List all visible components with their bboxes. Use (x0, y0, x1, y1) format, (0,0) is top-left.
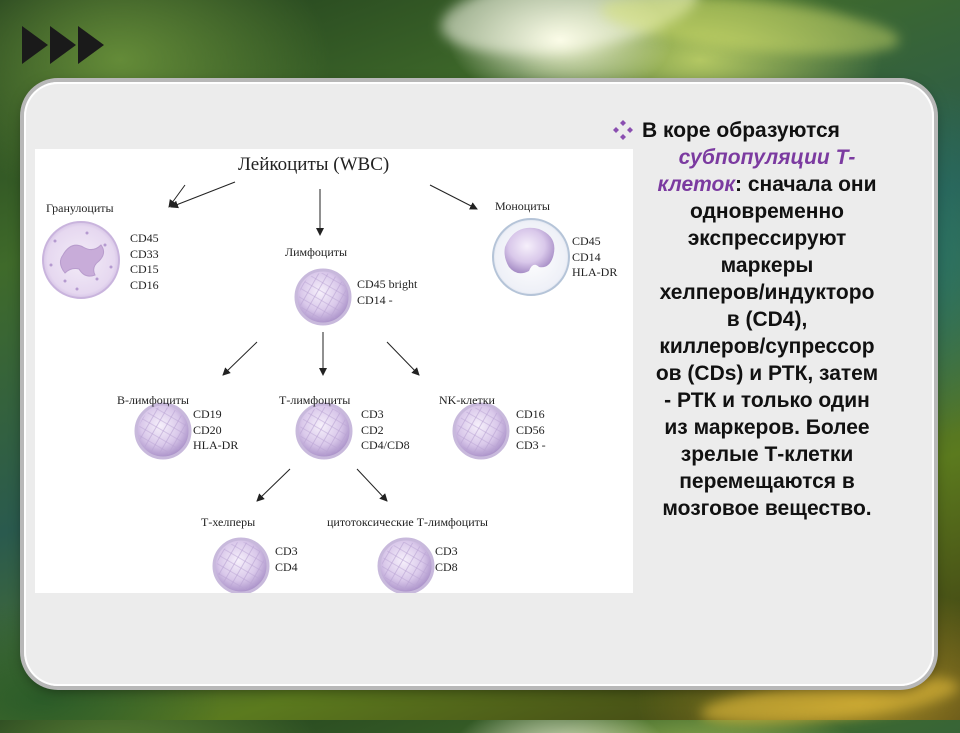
arrow-right-icon (78, 26, 104, 64)
arrow-cytotoxic (356, 468, 388, 502)
marker: CD3 (361, 407, 384, 421)
b-lymphocytes-label: B-лимфоциты (117, 393, 189, 407)
marker: CD33 (130, 246, 159, 261)
bullet-line: маркеры (612, 252, 922, 279)
granulocytes-markers: CD45 CD33 CD15 CD16 (130, 231, 159, 293)
bullet-line: хелперов/индукторо (612, 279, 922, 306)
marker: HLA-DR (193, 438, 239, 452)
b-lymphocytes-markers: CD19 CD20 HLA-DR (193, 407, 238, 454)
text-run: киллеров/супрессор (659, 335, 875, 358)
monocytes-label: Моноциты (495, 199, 550, 213)
text-run: экспрессируют (687, 227, 847, 250)
nav-arrows-icon (22, 26, 104, 66)
nk-cells-label: NK-клетки (439, 393, 495, 407)
bullet-line: клеток: сначала они (612, 171, 922, 198)
marker: CD4/CD8 (361, 438, 410, 452)
bullet-line: киллеров/супрессор (612, 333, 922, 360)
marker: CD3 (435, 544, 458, 558)
marker: CD3 - (516, 438, 546, 452)
marker: CD8 (435, 559, 458, 574)
text-run: В коре образуются (642, 119, 840, 142)
bullet-line: экспрессируют (612, 225, 922, 252)
arrow-t-helpers (256, 468, 291, 502)
monocyte-cell (492, 218, 570, 296)
diagram-graphics (42, 181, 570, 593)
marker: CD20 (193, 422, 222, 437)
diagram-title: Лейкоциты (WBC) (238, 154, 390, 175)
bullet-lines: В коре образуются субпопуляции Т-клеток: … (612, 117, 922, 522)
text-run: из маркеров. Более (664, 416, 870, 439)
t-lymphocytes-markers: CD3 CD2 CD4/CD8 (361, 407, 410, 454)
arrow-granulocytes (170, 181, 236, 209)
marker: CD45 bright (357, 277, 418, 291)
nk-cell (452, 402, 510, 460)
marker: CD14 (572, 249, 601, 264)
lymphocyte-cell (294, 268, 352, 326)
bullet-line: ов (CDs) и РТК, затем (612, 360, 922, 387)
bullet-line: в (CD4), (612, 306, 922, 333)
text-run: перемещаются в (679, 470, 855, 493)
bullet-line: - РТК и только один (612, 387, 922, 414)
marker: CD56 (516, 422, 545, 437)
t-lymphocyte-cell (295, 402, 353, 460)
emphasis-text: клеток (657, 173, 736, 196)
arrow-right-icon (50, 26, 76, 64)
cytotoxic-t-markers: CD3 CD8 (435, 544, 458, 575)
bullet-line: В коре образуются (612, 117, 922, 144)
bullet-line: зрелые Т-клетки (612, 441, 922, 468)
text-run: маркеры (720, 254, 814, 277)
text-run: мозговое вещество. (662, 497, 872, 520)
cytotoxic-t-label: цитотоксические Т-лимфоциты (327, 515, 488, 529)
text-run: - РТК и только один (664, 389, 870, 412)
text-run: одновременно (690, 200, 844, 223)
b-lymphocyte-cell (134, 402, 192, 460)
bullet-line: субпопуляции Т- (612, 144, 922, 171)
emphasis-text: субпопуляции Т- (678, 146, 856, 169)
arrow-nk-cells (386, 341, 420, 376)
marker: CD14 - (357, 292, 393, 307)
granulocyte-cell (42, 221, 120, 299)
marker: CD16 (130, 277, 159, 292)
text-run: : сначала они (735, 173, 877, 196)
lymphocytes-markers: CD45 bright CD14 - (357, 277, 417, 308)
marker: CD19 (193, 407, 222, 421)
bullet-line: перемещаются в (612, 468, 922, 495)
arrow-b-lymphocytes (222, 341, 258, 376)
marker: CD45 (572, 234, 601, 248)
marker: CD3 (275, 544, 298, 558)
t-lymphocytes-label: Т-лимфоциты (279, 393, 351, 407)
bullet-line: из маркеров. Более (612, 414, 922, 441)
arrow-right-icon (22, 26, 48, 64)
diamond-bullet-icon (613, 120, 633, 140)
arrow-monocytes (429, 184, 478, 210)
marker: CD2 (361, 422, 384, 437)
text-run: ов (CDs) и РТК, затем (655, 362, 879, 385)
marker: CD45 (130, 231, 159, 245)
text-run: в (CD4), (726, 308, 808, 331)
monocytes-markers: CD45 CD14 HLA-DR (572, 234, 617, 281)
granulocytes-label: Гранулоциты (46, 201, 114, 215)
text-run: зрелые Т-клетки (680, 443, 854, 466)
t-helpers-label: Т-хелперы (201, 515, 256, 529)
text-run: хелперов/индукторо (659, 281, 875, 304)
bullet-line: мозговое вещество. (612, 495, 922, 522)
marker: CD4 (275, 559, 298, 574)
bullet-text: В коре образуются субпопуляции Т-клеток: … (612, 117, 922, 522)
bullet-line: одновременно (612, 198, 922, 225)
nk-cells-markers: CD16 CD56 CD3 - (516, 407, 546, 454)
t-helper-cell (212, 537, 270, 593)
marker: CD15 (130, 262, 159, 276)
leukocyte-diagram: Лейкоциты (WBC) Гранулоциты CD45 CD33 CD… (35, 149, 633, 593)
marker: CD16 (516, 407, 545, 421)
lymphocytes-label: Лимфоциты (285, 245, 348, 259)
cytotoxic-t-cell (377, 537, 435, 593)
marker: HLA-DR (572, 265, 618, 279)
t-helpers-markers: CD3 CD4 (275, 544, 298, 575)
